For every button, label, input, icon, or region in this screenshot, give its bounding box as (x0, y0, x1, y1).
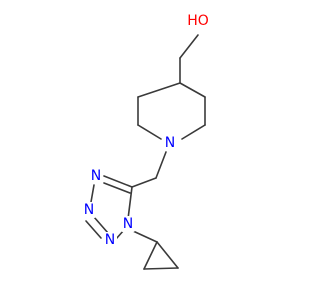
tetrazole-nitrogen-2-label: N (105, 232, 115, 248)
cyclopropyl-bond-2 (143, 267, 179, 270)
tetrazole-nitrogen-1-label: N (123, 216, 133, 232)
bond-n1-cyclopropyl (132, 230, 158, 243)
oh-label-mask (181, 10, 218, 32)
tetrazole-n3-mask (82, 202, 96, 218)
bond-ch2-tetrazole (131, 177, 157, 188)
cyclopropyl-bond-3 (156, 241, 179, 269)
tetrazole-n4-mask (89, 168, 103, 184)
tetrazole-bond-c5-n4 (103, 175, 133, 188)
piperidine-bond-4 (137, 124, 162, 140)
piperidine-bond-6 (137, 82, 181, 98)
tetrazole-bond-n3-n2 (93, 216, 109, 234)
piperidine-bond-3 (181, 124, 206, 140)
tetrazole-double-n3-n2 (85, 220, 102, 239)
tetrazole-double-c5-n4 (103, 182, 131, 194)
tetrazole-nitrogen-3-label: N (84, 202, 94, 218)
cyclopropyl-bond-1 (143, 241, 158, 270)
tetrazole-n1-mask (121, 216, 135, 232)
hydroxyl-label: HO (187, 13, 209, 29)
tetrazole-bond-n1-c5 (127, 186, 133, 220)
piperidine-n-mask (162, 134, 178, 151)
tetrazole-nitrogen-4-label: N (91, 168, 101, 184)
bond-n-ch2 (155, 151, 167, 179)
bond-ch2-oh (179, 34, 199, 59)
piperidine-nitrogen-label: N (165, 135, 175, 151)
piperidine-bond-1 (179, 82, 206, 98)
tetrazole-bond-n4-n3 (90, 184, 95, 203)
tetrazole-n2-mask (103, 232, 117, 248)
structure-diagram: HO N N N N N (82, 10, 218, 270)
molecule-drawing: HO N N N N N (82, 10, 218, 270)
